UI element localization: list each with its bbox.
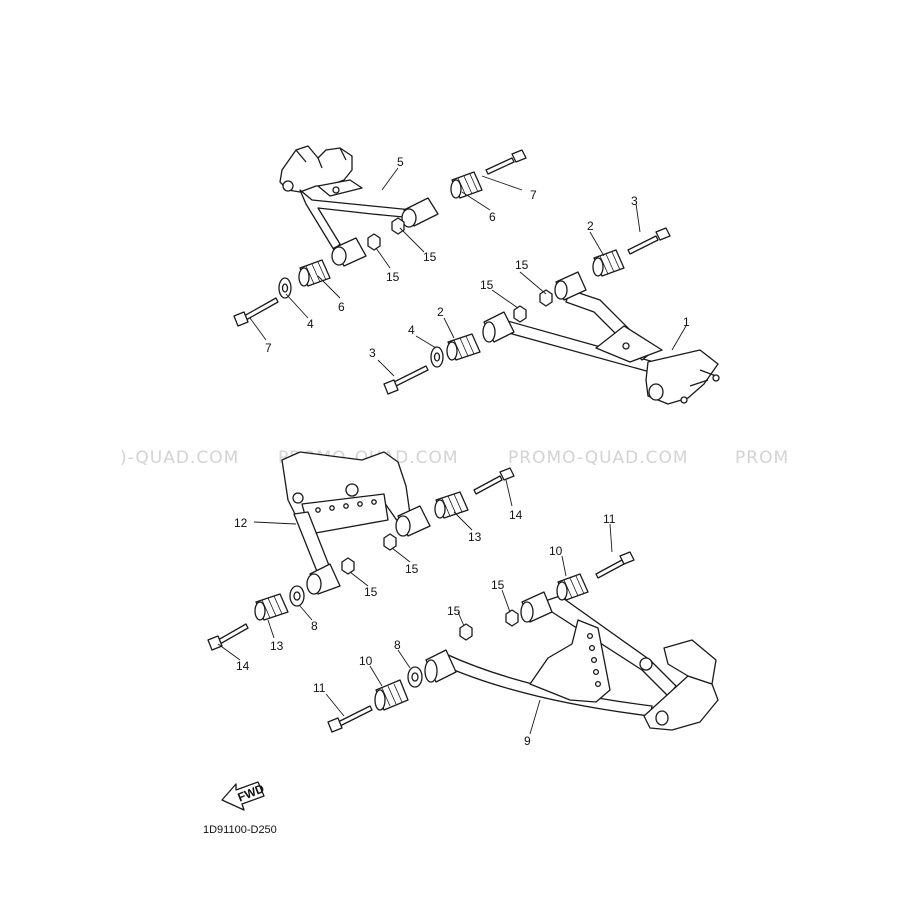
label-part-14-upper: 14: [509, 508, 523, 522]
part-14-bolt-lower: [207, 623, 249, 651]
part-15-nut-e: [383, 533, 397, 551]
arm-9-bushing-rear: [520, 591, 553, 623]
label-part-12: 12: [234, 516, 248, 530]
part-11-bolt-front: [327, 705, 373, 733]
part-7-bolt-upper: [485, 149, 527, 175]
label-part-4-left: 4: [307, 317, 314, 331]
label-part-4-right: 4: [408, 323, 415, 337]
watermark: )-QUAD.COM PROMO-QUAD.COM PROMO-QUAD.COM…: [0, 448, 913, 472]
label-part-15-f: 15: [364, 585, 378, 599]
part-15-nut-a: [391, 217, 405, 235]
label-part-7-lower: 7: [265, 341, 272, 355]
part-7-bolt-lower: [233, 297, 279, 327]
part-number-labels: 5 7 6 3 2 15 15 15 15 6 4 7 2 4 3 1 12 1…: [234, 155, 690, 748]
part-2-bushing-front: [446, 333, 481, 361]
label-part-13-lower: 13: [270, 639, 284, 653]
part-15-nut-d: [539, 289, 553, 307]
label-part-15-c: 15: [480, 278, 494, 292]
label-part-10-rear: 10: [549, 544, 563, 558]
label-part-6-lower: 6: [338, 300, 345, 314]
part-13-bushing-lower: [254, 593, 289, 621]
label-part-8-left: 8: [311, 619, 318, 633]
part-12-upper-rear-arm: [281, 451, 431, 595]
arm-12-bushing-front: [395, 505, 431, 537]
arm-12-bushing-lower: [306, 563, 341, 595]
arm-5-bushing-upper: [401, 197, 439, 228]
part-3-bolt-front: [383, 365, 429, 395]
label-part-1: 1: [683, 315, 690, 329]
leader-lines: [217, 167, 687, 735]
watermark-text-2: PROMO-QUAD.COM: [508, 448, 689, 468]
part-15-nut-f: [341, 557, 355, 575]
watermark-fragment-right: PROM: [735, 448, 790, 468]
label-part-10-front: 10: [359, 654, 373, 668]
arm-1-bushing-front: [482, 311, 515, 343]
fwd-arrow-icon: FWD: [221, 781, 266, 811]
label-part-3-rear: 3: [631, 194, 638, 208]
label-part-9: 9: [524, 734, 531, 748]
part-4-washer-left-hole: [281, 283, 289, 293]
part-9-lower-rear-arm: [424, 591, 719, 731]
label-part-15-b: 15: [386, 270, 400, 284]
watermark-fragment-left: )-QUAD.COM: [120, 448, 240, 468]
label-part-5: 5: [397, 155, 404, 169]
diagram-code: 1D91100-D250: [203, 824, 277, 836]
label-part-15-e: 15: [405, 562, 419, 576]
label-part-14-lower: 14: [236, 659, 250, 673]
part-2-bushing-rear: [592, 249, 625, 277]
part-11-bolt-rear: [595, 551, 635, 579]
label-part-6-upper: 6: [489, 210, 496, 224]
part-1-lower-arm-large: [482, 271, 720, 405]
part-6-bushing-lower: [298, 259, 331, 287]
label-part-2-rear: 2: [587, 219, 594, 233]
part-4-washer-right-hole: [433, 352, 441, 362]
label-part-8-right: 8: [394, 638, 401, 652]
label-part-15-h: 15: [491, 578, 505, 592]
label-part-15-g: 15: [447, 604, 461, 618]
part-3-bolt-rear: [627, 227, 671, 255]
part-14-bolt-upper: [473, 467, 515, 495]
arm-9-bushing-front: [424, 649, 457, 683]
part-10-bushing-front: [374, 679, 409, 711]
label-part-2-front: 2: [437, 305, 444, 319]
part-8-washer-left-hole: [293, 591, 301, 601]
part-15-nut-g: [459, 623, 473, 641]
arm-5-bushing-lower: [331, 237, 367, 267]
label-part-7-upper: 7: [530, 188, 537, 202]
label-part-15-a: 15: [423, 250, 437, 264]
part-13-bushing-upper: [434, 491, 469, 519]
label-part-15-d: 15: [515, 258, 529, 272]
part-5-upper-arm-small: [279, 145, 439, 267]
part-15-nut-h: [505, 609, 519, 627]
label-part-11-front: 11: [313, 681, 326, 695]
label-part-11-rear: 11: [603, 512, 616, 526]
part-15-nut-b: [367, 233, 381, 251]
part-15-nut-c: [513, 305, 527, 323]
label-part-13-upper: 13: [468, 530, 482, 544]
part-10-bushing-rear: [556, 573, 589, 601]
part-8-washer-right-hole: [411, 672, 419, 682]
arm-1-bushing-rear: [554, 271, 587, 301]
part-6-bushing-upper: [450, 171, 483, 199]
label-part-3-front: 3: [369, 346, 376, 360]
